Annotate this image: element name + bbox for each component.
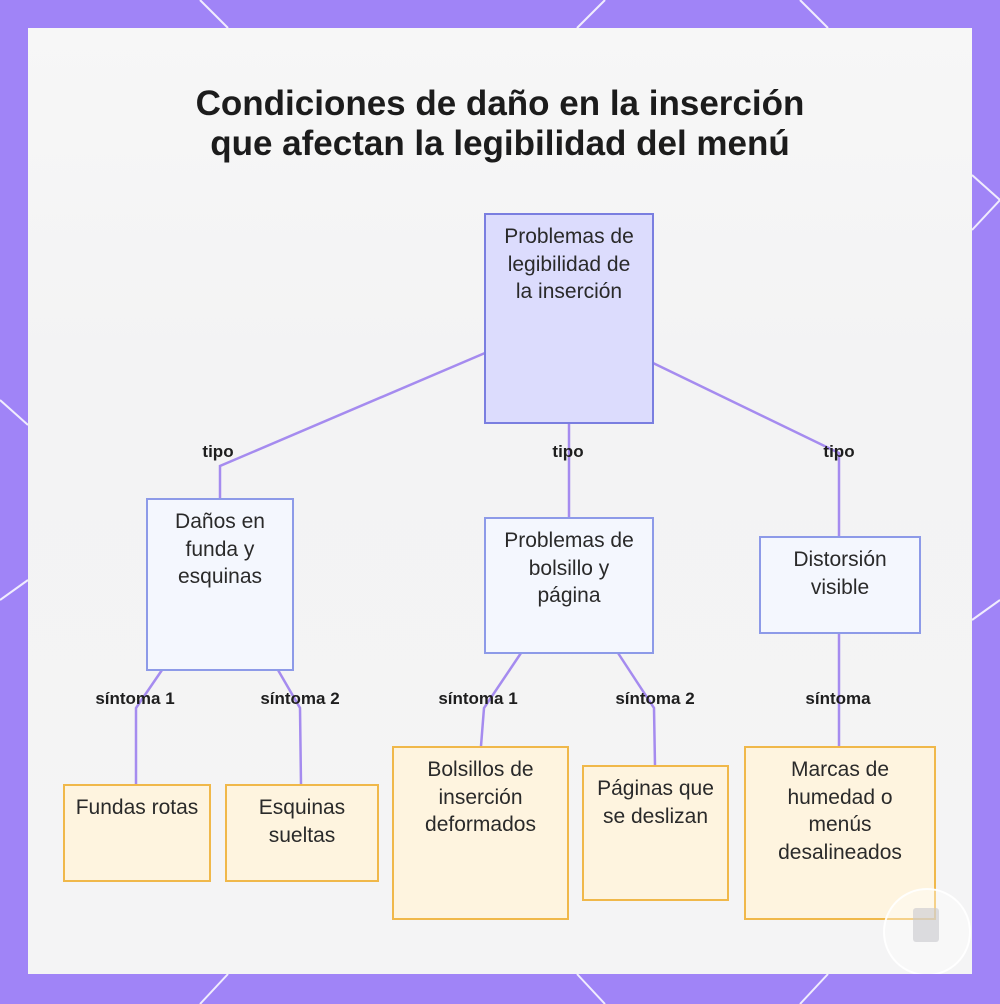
edge-root-to-mid-left	[218, 351, 487, 500]
node-leaf-esquinas-sueltas: Esquinas sueltas	[225, 784, 379, 882]
diagram-canvas: Condiciones de daño en la inserción que …	[28, 28, 972, 974]
node-root: Problemas de legibilidad de la inserción	[484, 213, 654, 424]
title-line-2: que afectan la legibilidad del menú	[210, 124, 790, 163]
edge-mid-left-to-leaf-2	[276, 668, 303, 787]
diagram-title: Condiciones de daño en la inserción que …	[28, 84, 972, 164]
node-leaf-1-label: Fundas rotas	[75, 796, 199, 819]
node-leaf-paginas-deslizan: Páginas que se deslizan	[582, 765, 729, 901]
edge-mid-left-to-leaf-1	[134, 668, 164, 787]
node-leaf-4-label: Páginas que se deslizan	[597, 777, 714, 828]
watermark-badge	[883, 888, 971, 974]
node-leaf-5-label: Marcas de humedad o menús desalineados	[778, 758, 902, 864]
node-mid-center: Problemas de bolsillo y página	[484, 517, 654, 654]
node-mid-right: Distorsión visible	[759, 536, 921, 634]
title-line-1: Condiciones de daño en la inserción	[195, 84, 805, 123]
edge-label-tipo-left: tipo	[202, 442, 234, 461]
node-mid-center-label: Problemas de bolsillo y página	[504, 529, 634, 607]
node-mid-right-label: Distorsión visible	[793, 548, 887, 599]
node-leaf-fundas-rotas: Fundas rotas	[63, 784, 211, 882]
edge-label-sintoma-1-left: síntoma 1	[95, 689, 175, 708]
edge-root-to-mid-right	[651, 361, 841, 538]
node-leaf-marcas-humedad: Marcas de humedad o menús desalineados	[744, 746, 936, 920]
edge-label-sintoma-2-left: síntoma 2	[260, 689, 340, 708]
edge-label-sintoma-right: síntoma	[805, 689, 871, 708]
node-root-label: Problemas de legibilidad de la inserción	[504, 225, 634, 303]
edge-mid-center-to-leaf-4	[616, 651, 657, 768]
edge-label-sintoma-2-center: síntoma 2	[615, 689, 695, 708]
edge-layer	[134, 351, 841, 787]
node-leaf-3-label: Bolsillos de inserción deformados	[425, 758, 536, 836]
edge-mid-center-to-leaf-3	[479, 651, 523, 748]
edge-label-tipo-center: tipo	[552, 442, 584, 461]
node-leaf-bolsillos-deformados: Bolsillos de inserción deformados	[392, 746, 569, 920]
edge-label-sintoma-1-center: síntoma 1	[438, 689, 518, 708]
node-mid-left: Daños en funda y esquinas	[146, 498, 294, 671]
edge-label-tipo-right: tipo	[823, 442, 855, 461]
node-leaf-2-label: Esquinas sueltas	[258, 796, 346, 847]
node-mid-left-label: Daños en funda y esquinas	[175, 510, 265, 588]
document-icon	[913, 908, 939, 942]
